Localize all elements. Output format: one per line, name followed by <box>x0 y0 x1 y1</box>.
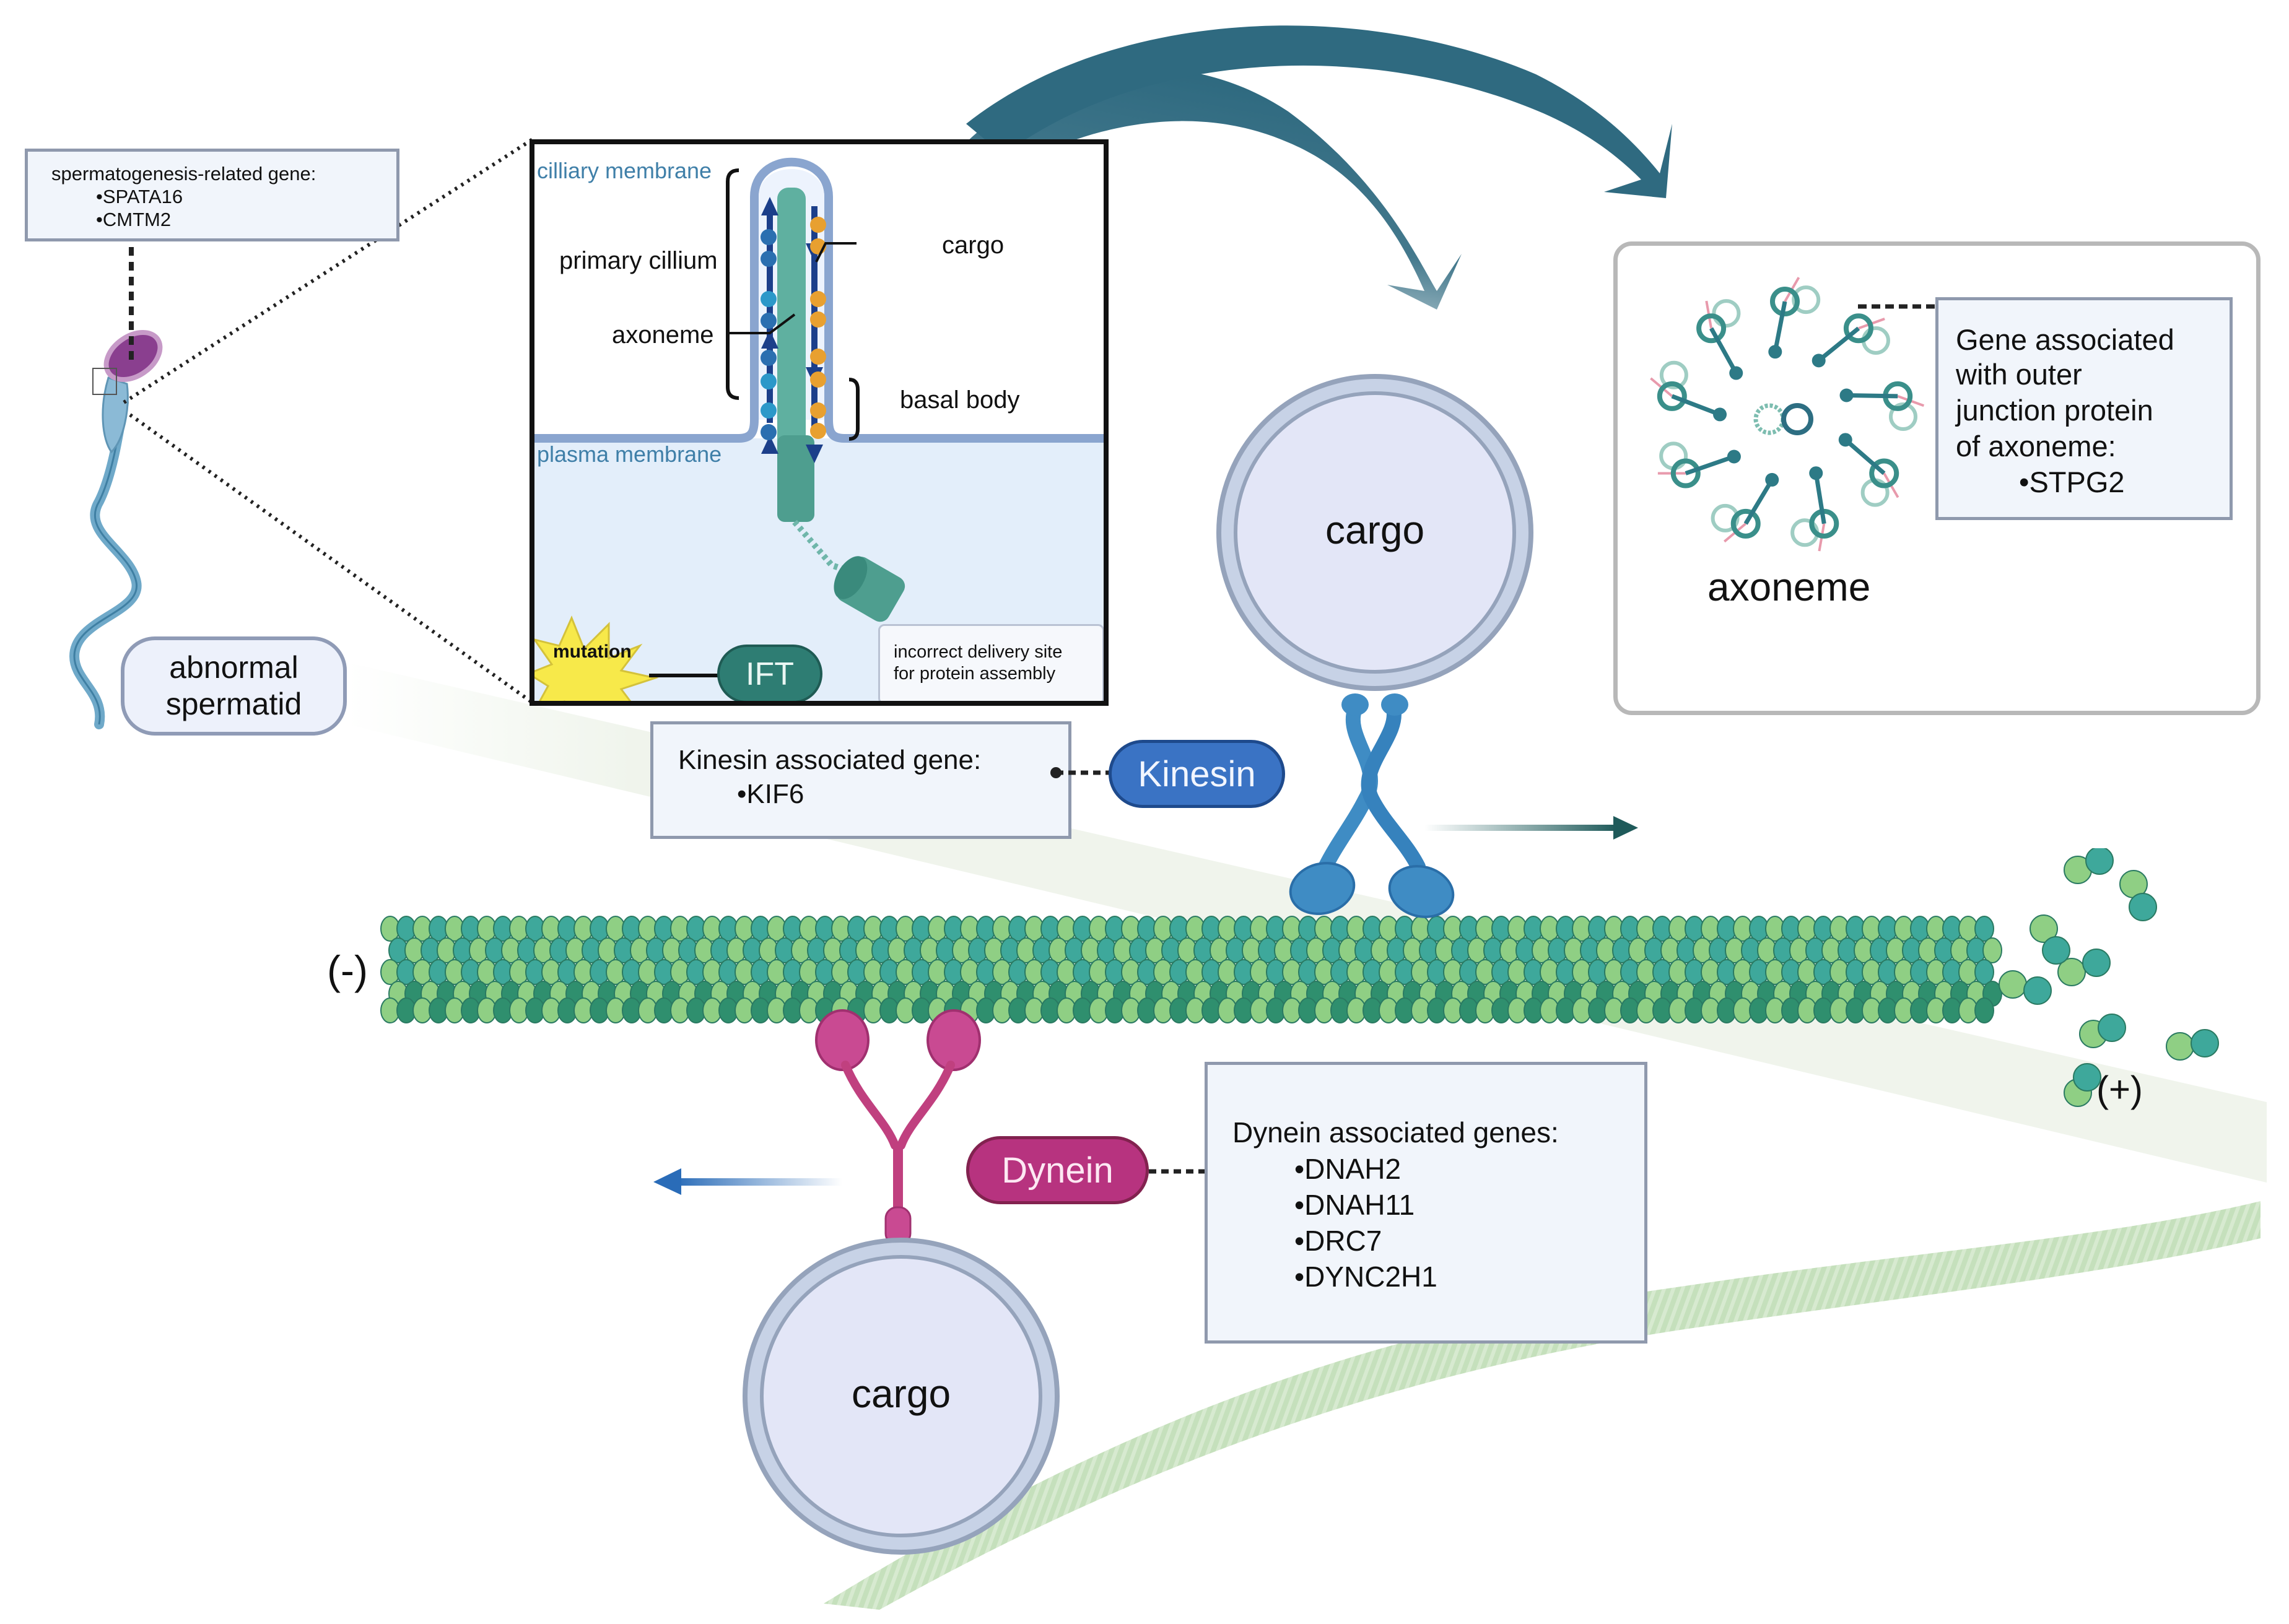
kinesin-motion-arrow-head <box>1613 816 1638 840</box>
centriole <box>834 556 905 622</box>
cilium-illustration <box>534 157 1104 701</box>
ift-outcome-line-2: for protein assembly <box>894 663 1056 684</box>
kinesin-motor <box>1289 693 1455 918</box>
central-pair-left <box>1753 403 1785 435</box>
free-tubulin-dimer <box>2129 893 2157 921</box>
stpg2-gene-line-3: junction protein <box>1956 394 2153 427</box>
gene-item: •DNAH2 <box>1294 1153 1402 1185</box>
outer-doublet <box>1768 277 1821 359</box>
outer-doublet <box>1657 441 1741 489</box>
basal-body-bracket <box>848 378 860 441</box>
primary-cilium-inset: cilliary membrane plasma membrane primar… <box>530 139 1109 706</box>
microtubule <box>380 848 2219 1107</box>
abnormal-spermatid-line-2: spermatid <box>165 687 302 721</box>
kinesin-cargo-illustration <box>1216 374 1533 918</box>
outer-doublet <box>1839 381 1925 432</box>
axoneme-leader-line <box>726 313 796 334</box>
cargo-inset-label: cargo <box>942 232 1005 259</box>
ift-outcome-box: incorrect delivery site for protein asse… <box>878 624 1104 701</box>
ift-outcome-line-1: incorrect delivery site <box>894 642 1063 662</box>
dynein-gene-title: Dynein associated genes: <box>1232 1116 1559 1149</box>
stpg2-gene-line-4: of axoneme: <box>1956 430 2116 462</box>
free-tubulin-dimer <box>2082 949 2111 977</box>
free-tubulin-dimer <box>2098 1014 2126 1042</box>
gene-item: •CMTM2 <box>96 209 172 230</box>
curved-arrow-to-cargo <box>929 67 1462 310</box>
kinesin-gene-box: Kinesin associated gene: •KIF6 <box>650 721 1071 839</box>
free-tubulin-dimer <box>2166 1032 2194 1061</box>
dynein-motion-arrow-shaft <box>675 1178 842 1186</box>
gene-item: •DYNC2H1 <box>1294 1261 1437 1293</box>
cargo-leader-line <box>815 242 857 263</box>
spermatogenesis-gene-title: spermatogenesis-related gene: <box>51 163 316 185</box>
kinesin-motion-arrow-shaft <box>1424 825 1616 831</box>
outer-doublet <box>1650 360 1727 422</box>
dynein-badge: Dynein <box>966 1136 1149 1204</box>
abnormal-spermatid-label: abnormal spermatid <box>121 636 347 736</box>
basal-body-label: basal body <box>900 386 1020 414</box>
outer-doublet <box>1711 472 1779 543</box>
free-tubulin-dimer <box>2191 1029 2219 1057</box>
outer-doublet <box>1696 299 1743 380</box>
free-tubulin-dimer <box>2042 936 2070 965</box>
outer-doublet <box>1812 313 1890 368</box>
gene-item: •STPG2 <box>2019 466 2125 498</box>
mutation-label: mutation <box>553 641 632 662</box>
retrograde-ift-train <box>806 206 826 463</box>
central-pair-right <box>1781 403 1813 435</box>
free-tubulin-dimer <box>2085 848 2114 875</box>
spermatogenesis-gene-box: spermatogenesis-related gene: •SPATA16 •… <box>25 149 399 241</box>
kinesin-badge: Kinesin <box>1109 740 1285 808</box>
outer-doublet <box>1838 433 1899 507</box>
abnormal-spermatid-line-1: abnormal <box>169 650 299 685</box>
dynein-gene-box: Dynein associated genes: •DNAH2 •DNAH11 … <box>1205 1062 1647 1344</box>
primary-cilium-bracket <box>726 168 739 400</box>
axoneme-cross-section <box>1650 277 1925 552</box>
tubulin-subunit <box>1974 997 1994 1023</box>
axoneme-inset-label: axoneme <box>612 321 714 349</box>
free-tubulin-dimer <box>2023 976 2052 1005</box>
stpg2-gene-box: Gene associated with outer junction prot… <box>1935 297 2233 520</box>
stpg2-gene-line-1: Gene associated <box>1956 323 2174 356</box>
gene-item: •DNAH11 <box>1294 1189 1415 1221</box>
free-tubulin-dimer <box>2073 1063 2101 1092</box>
dynein-motion-arrow-head <box>653 1168 681 1195</box>
tubulin-subunit <box>1982 937 2002 963</box>
tubulin-subunit <box>1974 959 1994 985</box>
dynein-cargo-illustration <box>743 1009 1060 1555</box>
mutation-starburst <box>534 615 659 701</box>
gene-item: •KIF6 <box>737 779 804 809</box>
outer-doublet <box>1790 466 1839 552</box>
axoneme-title: axoneme <box>1707 565 1871 609</box>
ift-badge: IFT <box>717 645 822 701</box>
stpg2-gene-line-2: with outer <box>1956 358 2082 391</box>
plasma-membrane-label: plasma membrane <box>537 441 722 467</box>
anterograde-ift-train <box>761 197 778 454</box>
sperm-midpiece <box>102 376 129 454</box>
microtubule-minus-end-label: (-) <box>327 947 368 993</box>
flagellum-strand <box>824 1201 2261 1610</box>
curved-arrow-to-axoneme <box>966 25 1672 198</box>
kinesin-gene-title: Kinesin associated gene: <box>678 745 982 775</box>
dynein-cargo-label: cargo <box>851 1371 951 1416</box>
tubulin-subunit <box>1974 916 1994 942</box>
plasma-membrane <box>534 157 1104 443</box>
free-tubulin-dimer <box>2030 914 2058 943</box>
ciliary-membrane-label: cilliary membrane <box>537 158 712 183</box>
microtubule-plus-end-label: (+) <box>2096 1069 2143 1110</box>
gene-item: •SPATA16 <box>96 186 183 207</box>
free-tubulin-dimer <box>2057 958 2086 986</box>
free-tubulin-dimer <box>1999 970 2027 999</box>
primary-cilium-label: primary cillium <box>559 247 718 274</box>
kinesin-cargo-label: cargo <box>1325 508 1425 552</box>
gene-item: •DRC7 <box>1294 1225 1382 1257</box>
